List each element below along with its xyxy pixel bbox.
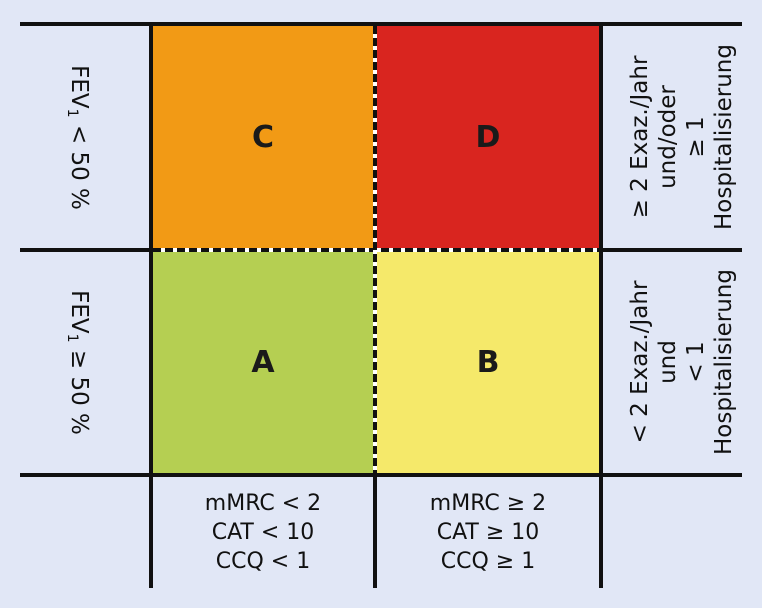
quadrant-a-label: A <box>251 344 275 380</box>
quadrant-d: D <box>375 24 601 250</box>
grid-line-right <box>599 22 603 588</box>
bottom-label-right-line1: mMRC ≥ 2 <box>429 490 547 516</box>
right-label-bottom-line4: Hospitalisierung <box>710 269 737 455</box>
left-label-top-rest: < 50 % <box>66 117 92 210</box>
grid-line-top <box>20 22 742 26</box>
bottom-label-right-line3: CCQ ≥ 1 <box>440 548 536 574</box>
quadrant-b: B <box>375 250 601 474</box>
bottom-label-left-line1: mMRC < 2 <box>204 490 322 516</box>
quadrant-a: A <box>151 250 375 474</box>
left-label-top-sub: 1 <box>64 108 80 118</box>
left-label-bottom: FEV1 ≥ 50 % <box>0 250 151 474</box>
grid-line-bottom <box>20 473 742 477</box>
right-label-bottom-line2: und <box>654 340 681 384</box>
grid-line-left <box>149 22 153 588</box>
right-label-top: ≥ 2 Exaz./Jahr und/oder ≥ 1 Hospitalisie… <box>601 24 762 250</box>
bottom-label-left: mMRC < 2 CAT < 10 CCQ < 1 <box>151 476 375 588</box>
left-label-bottom-rest: ≥ 50 % <box>66 342 92 435</box>
quadrant-c-label: C <box>251 119 275 155</box>
left-label-top-main: FEV <box>66 64 92 109</box>
right-label-bottom-line3: < 1 <box>682 341 709 383</box>
dashed-separator-vertical <box>373 26 377 474</box>
right-label-top-line3: ≥ 1 <box>682 116 709 158</box>
bottom-label-right: mMRC ≥ 2 CAT ≥ 10 CCQ ≥ 1 <box>375 476 601 588</box>
right-label-top-line4: Hospitalisierung <box>710 44 737 230</box>
grid-line-middle-right <box>599 248 742 252</box>
right-label-bottom-line1: < 2 Exaz./Jahr <box>626 280 653 444</box>
bottom-label-right-line2: CAT ≥ 10 <box>436 519 540 545</box>
right-label-top-line1: ≥ 2 Exaz./Jahr <box>626 55 653 219</box>
left-label-bottom-main: FEV <box>66 289 92 334</box>
right-label-top-line2: und/oder <box>654 85 681 189</box>
bottom-label-left-line2: CAT < 10 <box>211 519 315 545</box>
quadrant-c: C <box>151 24 375 250</box>
grid-line-middle-left <box>20 248 153 252</box>
quadrant-d-label: D <box>475 119 501 155</box>
right-label-bottom: < 2 Exaz./Jahr und < 1 Hospitalisierung <box>601 250 762 474</box>
left-label-top: FEV1 < 50 % <box>0 24 151 250</box>
quadrant-b-label: B <box>476 344 500 380</box>
grid-line-center-bottom <box>373 475 377 588</box>
left-label-bottom-sub: 1 <box>64 333 80 343</box>
bottom-label-left-line3: CCQ < 1 <box>215 548 311 574</box>
